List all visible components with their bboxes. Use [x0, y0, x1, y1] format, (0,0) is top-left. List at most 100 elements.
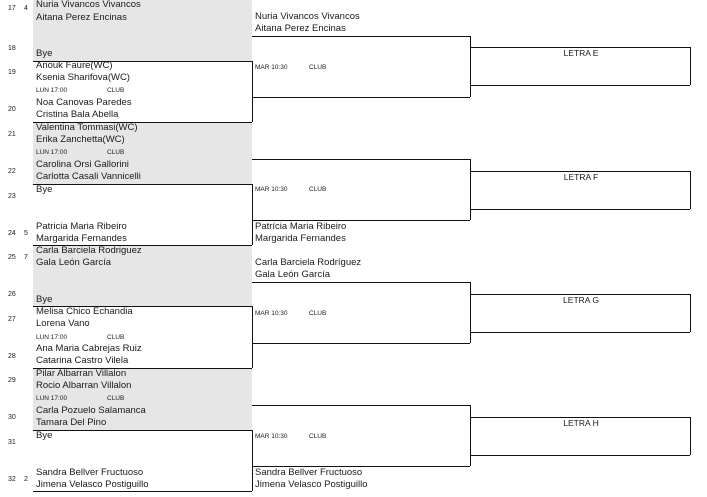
row-number: 31 [8, 439, 16, 446]
player-name: Noa Canovas Paredes [36, 97, 132, 108]
line-r2 [252, 343, 470, 344]
match-venue: CLUB [107, 334, 125, 341]
letra-label: LETRA H [563, 418, 599, 428]
bye-band [33, 245, 252, 306]
player-name: Pilar Albarran Villalon [36, 368, 127, 379]
row-number: 19 [8, 69, 16, 76]
line-r1 [33, 245, 252, 246]
line-r1 [33, 430, 252, 431]
match-time: MAR 10:30 [255, 310, 288, 317]
player-name: Bye [36, 48, 53, 59]
player-name: Carlotta Casali Vannicelli [36, 171, 141, 182]
bye-band [33, 122, 252, 184]
match-time: LUN 17:00 [36, 395, 68, 402]
line-r2 [252, 220, 470, 221]
letra-label: LETRA G [563, 295, 599, 305]
player-name: Aitana Perez Encinas [255, 23, 346, 34]
row-number: 22 [8, 168, 16, 175]
line-letra [470, 417, 690, 418]
player-name: Nuria Vivancos Vivancos [255, 11, 360, 22]
player-name: Catarina Castro Vilela [36, 355, 129, 366]
match-venue: CLUB [309, 64, 327, 71]
player-name: Carla Pozuelo Salamanca [36, 405, 146, 416]
row-number: 18 [8, 45, 16, 52]
player-name: Carolina Orsi Gallorini [36, 159, 129, 170]
line-r1 [33, 61, 252, 62]
player-name: Sandra Bellver Fructuoso [36, 467, 144, 478]
line-r2 [252, 405, 470, 406]
row-number: 20 [8, 106, 16, 113]
match-venue: CLUB [107, 87, 125, 94]
line-r1 [33, 122, 252, 123]
line-letra [470, 171, 690, 172]
player-name: Bye [36, 184, 53, 195]
line-r2 [470, 36, 471, 97]
player-name: Patricia Maria Ribeiro [36, 221, 127, 232]
player-name: Tamara Del Pino [36, 417, 107, 428]
player-name: Bye [36, 430, 53, 441]
player-name: Melisa Chico Echandia [36, 306, 133, 317]
player-name: Carla Barciela Rodríguez [255, 257, 362, 268]
row-number: 32 [8, 476, 16, 483]
seed-number: 2 [24, 476, 28, 483]
line-r2 [252, 159, 470, 160]
match-venue: CLUB [309, 186, 327, 193]
line-letra [470, 294, 690, 295]
row-number: 30 [8, 414, 16, 421]
player-name: Jimena Velasco Postiguillo [255, 479, 368, 490]
line-r1 [252, 61, 253, 122]
line-letra [470, 332, 690, 333]
match-time: MAR 10:30 [255, 64, 288, 71]
line-r2 [470, 159, 471, 220]
row-number: 23 [8, 193, 16, 200]
line-letra [690, 294, 691, 332]
player-name: Rocio Albarran Villalon [36, 380, 132, 391]
player-name: Carla Barciela Rodriguez [36, 245, 142, 256]
row-number: 28 [8, 353, 16, 360]
line-r2 [252, 466, 470, 467]
match-venue: CLUB [107, 149, 125, 156]
line-letra [470, 85, 690, 86]
row-number: 25 [8, 254, 16, 261]
line-r2 [252, 282, 470, 283]
match-venue: CLUB [107, 395, 125, 402]
match-venue: CLUB [309, 310, 327, 317]
match-time: MAR 10:30 [255, 433, 288, 440]
bye-band [33, 0, 252, 61]
row-number: 24 [8, 230, 16, 237]
player-name: Margarida Fernandes [36, 233, 127, 244]
player-name: Aitana Perez Encinas [36, 12, 127, 23]
line-letra [470, 47, 690, 48]
line-letra [470, 455, 690, 456]
line-r1 [33, 368, 252, 369]
line-r1 [252, 430, 253, 491]
player-name: Gala León García [36, 257, 111, 268]
line-letra [470, 209, 690, 210]
player-name: Margarida Fernandes [255, 233, 346, 244]
player-name: Bye [36, 294, 53, 305]
player-name: Valentina Tommasi(WC) [36, 122, 138, 133]
letra-label: LETRA F [563, 172, 599, 182]
player-name: Anouk Faure(WC) [36, 60, 113, 71]
line-r2 [470, 405, 471, 466]
player-name: Nuria Vivancos Vivancos [36, 0, 141, 10]
line-letra [690, 417, 691, 455]
player-name: Ksenia Sharifova(WC) [36, 72, 130, 83]
match-time: LUN 17:00 [36, 87, 68, 94]
bye-band [33, 368, 252, 430]
player-name: Ana Maria Cabrejas Ruiz [36, 343, 142, 354]
row-number: 29 [8, 377, 16, 384]
line-r1 [252, 306, 253, 368]
player-name: Sandra Bellver Fructuoso [255, 467, 363, 478]
line-r2 [252, 97, 470, 98]
seed-number: 5 [24, 230, 28, 237]
seed-number: 4 [24, 5, 28, 12]
player-name: Cristina Bala Abella [36, 109, 119, 120]
letra-label: LETRA E [563, 48, 599, 58]
match-venue: CLUB [309, 433, 327, 440]
row-number: 21 [8, 131, 16, 138]
row-number: 17 [8, 5, 16, 12]
match-time: MAR 10:30 [255, 186, 288, 193]
line-r1 [252, 184, 253, 245]
seed-number: 7 [24, 254, 28, 261]
